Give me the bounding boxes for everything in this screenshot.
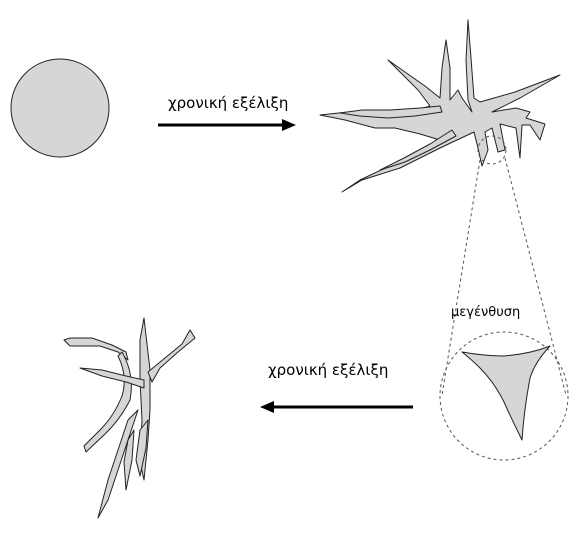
time-evolution-label-bottom: χρονική εξέλιξη	[268, 363, 388, 378]
fragment-left-branch	[80, 368, 144, 388]
time-evolution-label-top: χρονική εξέλιξη	[168, 96, 288, 111]
fragment-right-branch	[148, 330, 195, 382]
dendritic-crystal	[320, 20, 560, 192]
arrow-left-head	[260, 401, 274, 413]
arrow-left	[260, 401, 413, 413]
dendrite-arm-lower	[380, 130, 456, 170]
fragment-spike-2	[136, 420, 148, 476]
initial-circle	[11, 59, 109, 157]
arrow-right-head	[282, 119, 296, 131]
arrow-right	[158, 119, 296, 131]
magnified-tip	[462, 346, 550, 440]
fragmented-crystal	[64, 318, 195, 518]
magnification-label: μεγένθυση	[451, 306, 520, 319]
